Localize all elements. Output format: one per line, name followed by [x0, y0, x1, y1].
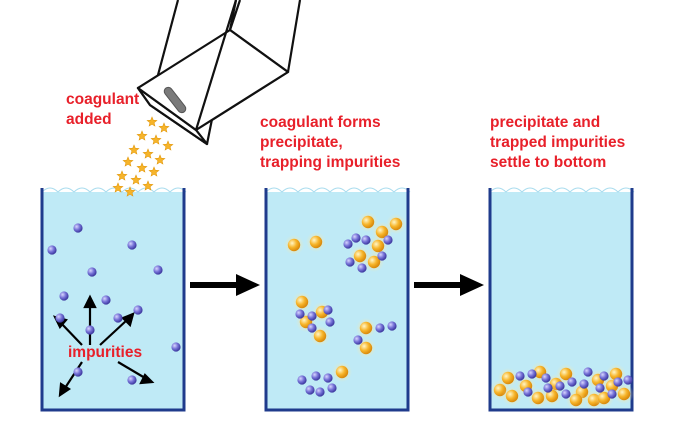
label-line: precipitate,: [260, 134, 343, 151]
impurity-motion-arrows: [52, 294, 155, 398]
star-icon: [148, 166, 160, 177]
star-icon: [122, 156, 134, 167]
impurity-particle-icon: [113, 313, 123, 323]
star-icon: [142, 180, 154, 191]
impurity-particle-icon: [527, 369, 537, 379]
stage-1-label: coagulant added: [66, 90, 139, 130]
impurity-particle-icon: [127, 240, 137, 250]
impurity-particle-icon: [47, 245, 57, 255]
star-icon: [154, 154, 166, 165]
precipitate-particle-icon: [614, 384, 634, 404]
precipitate-particle-icon: [498, 368, 518, 388]
precipitate-particle-icon: [332, 362, 352, 382]
impurity-particle-icon: [343, 239, 353, 249]
coagulant-box-icon: [136, 0, 302, 146]
impurity-particle-icon: [73, 223, 83, 233]
impurity-particle-icon: [523, 387, 533, 397]
precipitate-particle-icon: [386, 214, 406, 234]
impurity-particle-icon: [55, 313, 65, 323]
impurity-particle-icon: [73, 367, 83, 377]
impurities-text: impurities: [68, 344, 143, 361]
impurity-particle-icon: [375, 323, 385, 333]
impurity-particle-icon: [377, 251, 387, 261]
star-icon: [116, 170, 128, 181]
precipitate-particle-icon: [566, 390, 586, 410]
impurities-label: impurities: [68, 343, 142, 363]
label-line: added: [66, 111, 112, 128]
arrow-right-icon: [190, 274, 260, 296]
label-line: trapping impurities: [260, 154, 401, 171]
impurity-particle-icon: [85, 325, 95, 335]
impurity-particle-icon: [599, 371, 609, 381]
impurity-particle-icon: [357, 263, 367, 273]
star-icon: [136, 162, 148, 173]
star-icon: [158, 122, 170, 133]
precipitate-particle-icon: [284, 235, 304, 255]
label-line: trapped impurities: [490, 134, 626, 151]
precipitate-particle-icon: [356, 318, 376, 338]
impurity-particle-icon: [305, 385, 315, 395]
impurity-particle-icon: [323, 305, 333, 315]
label-line: coagulant: [66, 91, 140, 108]
star-icon: [162, 140, 174, 151]
impurity-particle-icon: [133, 305, 143, 315]
impurity-particle-icon: [541, 373, 551, 383]
beaker-1: [40, 187, 187, 412]
impurity-particle-icon: [315, 387, 325, 397]
stage-3-label: precipitate and trapped impurities settl…: [490, 113, 625, 173]
impurity-particle-icon: [87, 267, 97, 277]
impurity-particle-icon: [383, 235, 393, 245]
precipitate-particle-icon: [306, 232, 326, 252]
impurity-particle-icon: [607, 389, 617, 399]
impurity-particle-icon: [567, 377, 577, 387]
impurity-particle-icon: [345, 257, 355, 267]
impurity-particle-icon: [561, 389, 571, 399]
star-icon: [142, 148, 154, 159]
precipitate-particle-icon: [502, 386, 522, 406]
star-icon: [128, 144, 140, 155]
impurity-particle-icon: [127, 375, 137, 385]
impurity-particle-icon: [323, 373, 333, 383]
impurity-particle-icon: [387, 321, 397, 331]
star-icon: [112, 182, 124, 193]
precipitate-particle-icon: [368, 236, 388, 256]
stage-2-label: coagulant forms precipitate, trapping im…: [260, 113, 400, 173]
impurity-particle-icon: [623, 375, 633, 385]
impurity-particle-icon: [153, 265, 163, 275]
impurity-particle-icon: [307, 311, 317, 321]
impurity-particle-icon: [555, 381, 565, 391]
impurity-particle-icon: [579, 379, 589, 389]
star-icon: [124, 186, 136, 197]
star-icon: [150, 134, 162, 145]
star-icon: [146, 116, 158, 127]
label-line: coagulant forms: [260, 114, 381, 131]
impurity-particle-icon: [307, 323, 317, 333]
precipitate-particle-icon: [358, 212, 378, 232]
impurity-particle-icon: [583, 367, 593, 377]
impurity-particle-icon: [351, 233, 361, 243]
impurity-particle-icon: [327, 383, 337, 393]
label-line: settle to bottom: [490, 154, 607, 171]
star-icon: [136, 130, 148, 141]
impurity-particle-icon: [325, 317, 335, 327]
star-icon: [130, 174, 142, 185]
impurity-particle-icon: [361, 235, 371, 245]
label-line: precipitate and: [490, 114, 601, 131]
impurity-particle-icon: [171, 342, 181, 352]
impurity-particle-icon: [311, 371, 321, 381]
impurity-particle-icon: [295, 309, 305, 319]
impurity-particle-icon: [515, 371, 525, 381]
impurity-particle-icon: [59, 291, 69, 301]
impurity-particle-icon: [595, 383, 605, 393]
impurity-particle-icon: [353, 335, 363, 345]
impurity-particle-icon: [297, 375, 307, 385]
impurity-particle-icon: [613, 377, 623, 387]
precipitate-particle-icon: [292, 292, 312, 312]
impurity-particle-icon: [101, 295, 111, 305]
impurity-particle-icon: [543, 383, 553, 393]
arrow-right-icon: [414, 274, 484, 296]
